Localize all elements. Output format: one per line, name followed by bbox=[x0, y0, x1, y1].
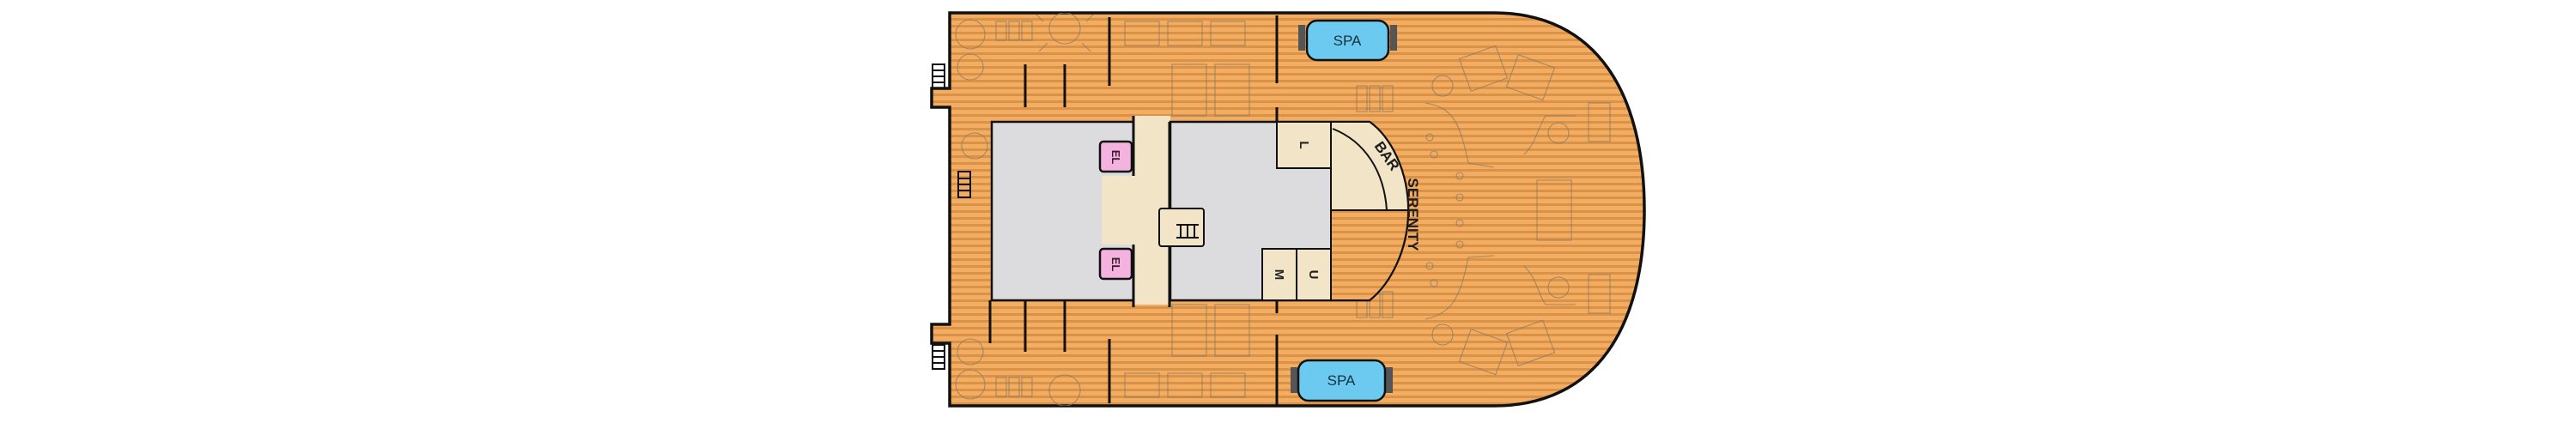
room-u: U bbox=[1296, 248, 1332, 301]
deck-walls bbox=[988, 15, 1279, 405]
ladder-icon bbox=[932, 63, 971, 370]
svg-text:L: L bbox=[1297, 141, 1311, 148]
elevator-top: EL bbox=[1098, 140, 1133, 173]
svg-text:SPA: SPA bbox=[1327, 372, 1356, 389]
room-l: L bbox=[1276, 121, 1332, 169]
svg-text:SPA: SPA bbox=[1334, 33, 1362, 49]
svg-text:M: M bbox=[1272, 269, 1286, 281]
interior-right bbox=[1169, 120, 1410, 302]
svg-text:U: U bbox=[1306, 270, 1321, 280]
stairs-icon bbox=[1158, 208, 1205, 247]
svg-text:EL: EL bbox=[1109, 150, 1122, 165]
spa-bottom: SPA bbox=[1291, 359, 1393, 402]
room-m: M bbox=[1261, 248, 1297, 301]
serenity-label: SERENITY bbox=[1405, 178, 1421, 251]
svg-text:SERENITY: SERENITY bbox=[1405, 178, 1421, 251]
central-corridor bbox=[1102, 116, 1171, 307]
spa-top: SPA bbox=[1298, 19, 1397, 62]
elevator-bottom: EL bbox=[1098, 247, 1133, 281]
svg-text:EL: EL bbox=[1109, 257, 1122, 272]
